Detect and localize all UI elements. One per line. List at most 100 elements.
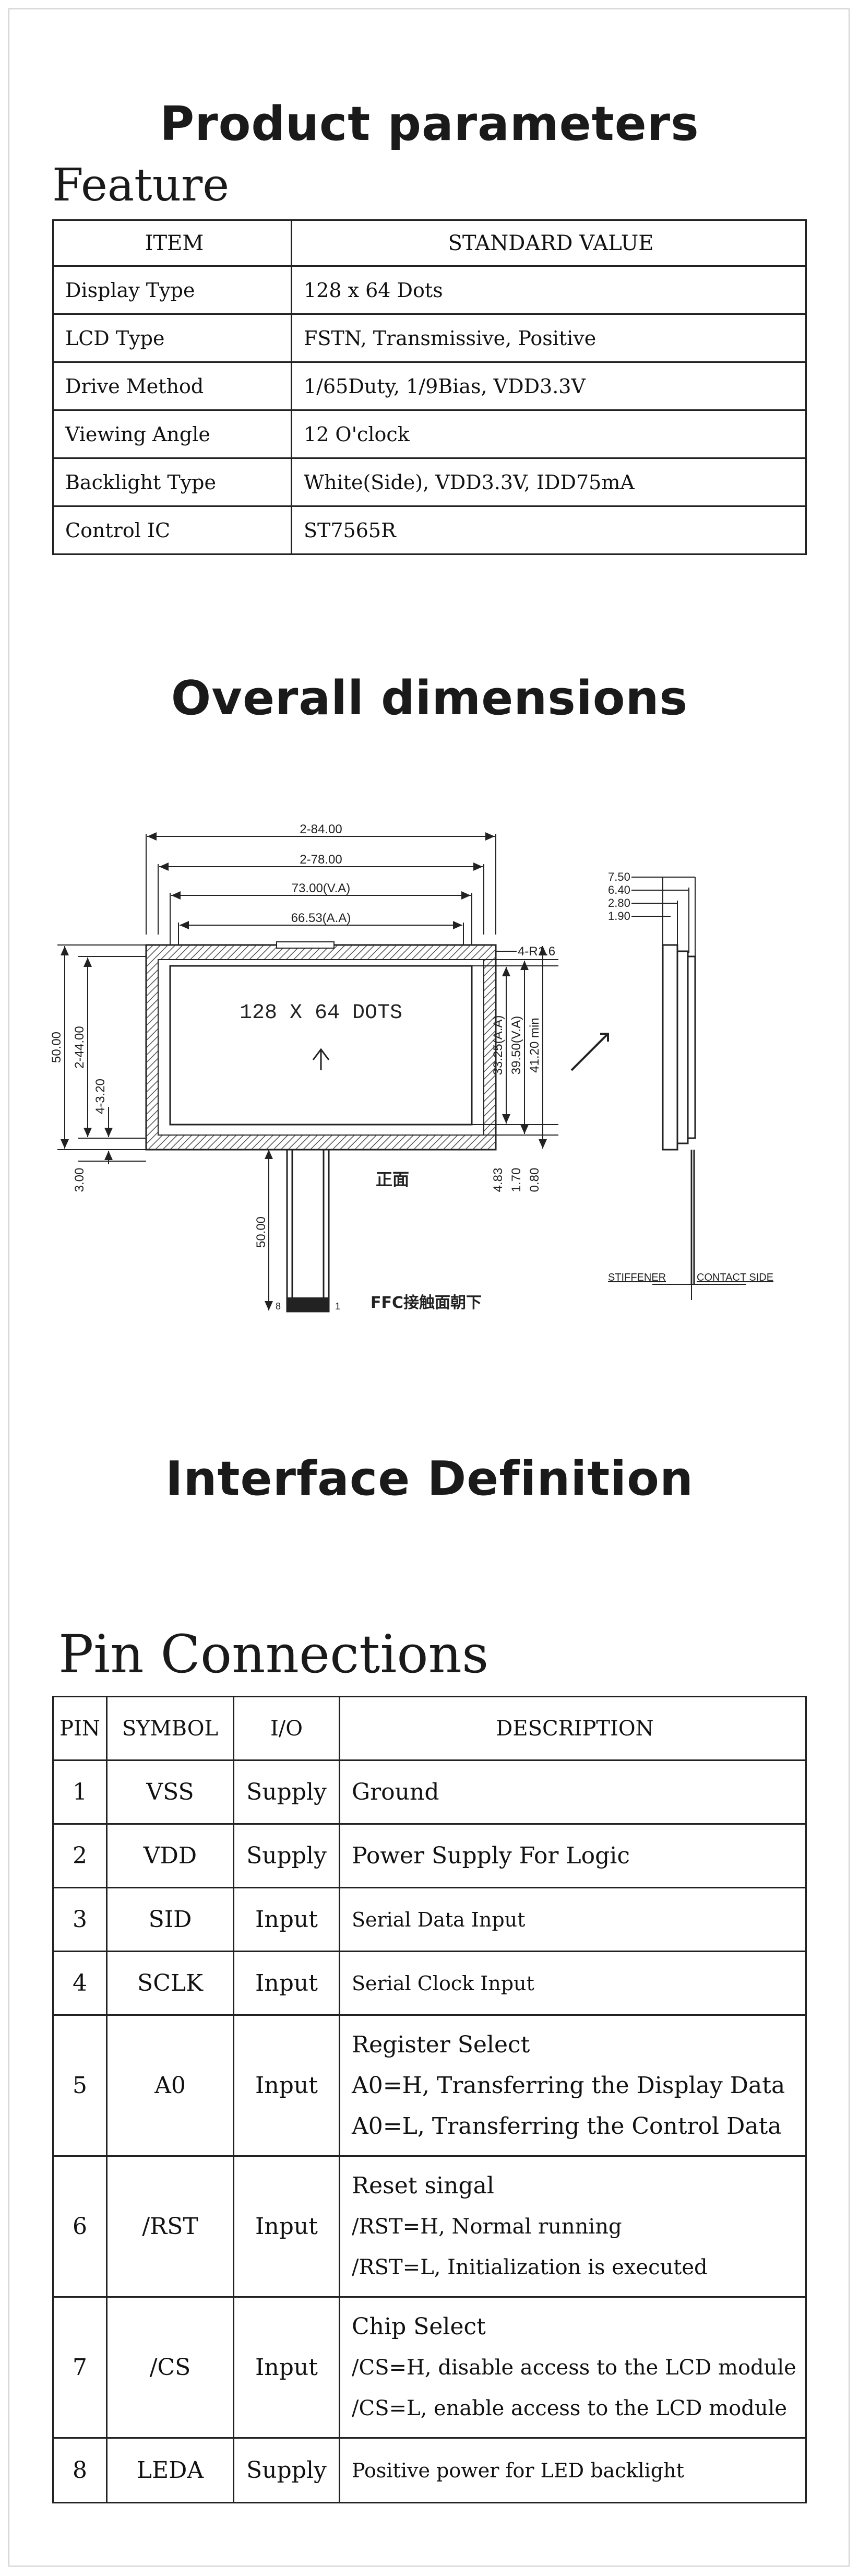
table-row: LCD Type FSTN, Transmissive, Positive: [52, 313, 807, 363]
pin-description-line: /RST=L, Initialization is executed: [352, 2255, 708, 2279]
feature-header-value: STANDARD VALUE: [291, 219, 807, 267]
table-row: Drive Method 1/65Duty, 1/9Bias, VDD3.3V: [52, 361, 807, 411]
pin-symbol: VDD: [106, 1823, 234, 1888]
ffc-label: FFC接触面朝下: [371, 1294, 482, 1312]
dim-bottom-offset: 3.00: [73, 1168, 87, 1192]
pin-table: PIN SYMBOL I/O DESCRIPTION 1 VSS Supply …: [52, 1696, 807, 2503]
table-row: 7 /CS Input Chip Select /CS=H, disable a…: [52, 2296, 807, 2439]
pin-description-line: A0=H, Transferring the Display Data: [352, 2072, 785, 2099]
ffc-pin-last: 1: [335, 1301, 340, 1311]
overall-dimensions-heading: Overall dimensions: [171, 671, 688, 726]
pin-description-line: Chip Select: [352, 2313, 486, 2340]
pin-io: Input: [233, 1887, 340, 1952]
table-row: 1 VSS Supply Ground: [52, 1759, 807, 1825]
pin-connections-label: Pin Connections: [58, 1624, 489, 1685]
dim-min-height: 41.20 min: [528, 1018, 542, 1072]
side-dim-3: 2.80: [608, 896, 630, 909]
pin-io: Input: [233, 2155, 340, 2298]
feature-item: Drive Method: [52, 361, 292, 411]
dim-width-inner: 2-78.00: [300, 853, 342, 867]
pin-io: Input: [233, 1951, 340, 2016]
pin-description: Serial Data Input: [339, 1887, 807, 1952]
feature-value: 1/65Duty, 1/9Bias, VDD3.3V: [291, 361, 807, 411]
feature-value: ST7565R: [291, 505, 807, 555]
feature-header-item: ITEM: [52, 219, 292, 267]
dim-bottom-b: 1.70: [509, 1168, 523, 1192]
pin-number: 2: [52, 1823, 108, 1888]
feature-item: Viewing Angle: [52, 409, 292, 459]
product-parameters-heading: Product parameters: [160, 97, 699, 151]
dim-aa-height: 33.25(A.A): [491, 1015, 505, 1076]
side-dim-2: 6.40: [608, 883, 630, 896]
table-row: 6 /RST Input Reset singal /RST=H, Normal…: [52, 2155, 807, 2298]
page-frame: [8, 8, 850, 2567]
pin-symbol: LEDA: [106, 2437, 234, 2503]
active-area: [169, 965, 473, 1126]
pin-description: Ground: [339, 1759, 807, 1825]
display-label: 128 X 64 DOTS: [240, 1001, 402, 1025]
pin-number: 7: [52, 2296, 108, 2439]
dim-hole-offset: 4-3.20: [93, 1079, 108, 1114]
pin-description-line: Register Select: [352, 2031, 530, 2058]
dim-height-inner: 2-44.00: [73, 1026, 87, 1068]
pin-description: Chip Select /CS=H, disable access to the…: [339, 2296, 807, 2439]
feature-item: Display Type: [52, 265, 292, 315]
side-dim-1: 7.50: [608, 870, 630, 883]
pin-description-line: A0=L, Transferring the Control Data: [352, 2112, 782, 2140]
feature-item: Control IC: [52, 505, 292, 555]
pin-symbol: SID: [106, 1887, 234, 1952]
stiffener-label: STIFFENER: [608, 1272, 666, 1283]
right-dimension-lines: [472, 946, 558, 1149]
pin-header-pin: PIN: [52, 1696, 108, 1761]
table-row: 4 SCLK Input Serial Clock Input: [52, 1951, 807, 2016]
view-arrow-icon: [570, 1033, 609, 1071]
pin-header-io: I/O: [233, 1696, 340, 1761]
table-row: Control IC ST7565R: [52, 505, 807, 555]
table-row: 2 VDD Supply Power Supply For Logic: [52, 1823, 807, 1888]
pin-description: Reset singal /RST=H, Normal running /RST…: [339, 2155, 807, 2298]
dim-bottom-a: 4.83: [491, 1168, 505, 1192]
dim-height-outer: 50.00: [50, 1032, 64, 1063]
pin-description: Serial Clock Input: [339, 1951, 807, 2016]
pin-io: Supply: [233, 1823, 340, 1888]
top-tab: [276, 941, 335, 949]
pin-description-line: /RST=H, Normal running: [352, 2214, 622, 2239]
pin-io: Supply: [233, 2437, 340, 2503]
pin-number: 4: [52, 1951, 108, 2016]
interface-definition-heading: Interface Definition: [165, 1451, 694, 1506]
feature-item: LCD Type: [52, 313, 292, 363]
dim-aa-width: 66.53(A.A): [291, 911, 351, 925]
pin-symbol: SCLK: [106, 1951, 234, 2016]
pin-description: Power Supply For Logic: [339, 1823, 807, 1888]
pin-number: 1: [52, 1759, 108, 1825]
table-row: 5 A0 Input Register Select A0=H, Transfe…: [52, 2014, 807, 2157]
feature-header-row: ITEM STANDARD VALUE: [52, 219, 807, 267]
pin-number: 6: [52, 2155, 108, 2298]
pin-description: Register Select A0=H, Transferring the D…: [339, 2014, 807, 2157]
side-view: [662, 944, 696, 1284]
pin-description-line: /CS=L, enable access to the LCD module: [352, 2396, 788, 2420]
dim-va-height: 39.50(V.A): [509, 1016, 523, 1075]
feature-value: FSTN, Transmissive, Positive: [291, 313, 807, 363]
dim-ffc-length: 50.00: [254, 1216, 268, 1248]
pin-symbol: /CS: [106, 2296, 234, 2439]
pin-header-symbol: SYMBOL: [106, 1696, 234, 1761]
dim-bottom-c: 0.80: [528, 1168, 542, 1192]
contact-side-label: CONTACT SIDE: [697, 1272, 773, 1283]
side-dimension-lines: [631, 877, 746, 1300]
pin-io: Supply: [233, 1759, 340, 1825]
table-row: 8 LEDA Supply Positive power for LED bac…: [52, 2437, 807, 2503]
pin-number: 3: [52, 1887, 108, 1952]
feature-value: 12 O'clock: [291, 409, 807, 459]
table-row: Display Type 128 x 64 Dots: [52, 265, 807, 315]
table-row: 3 SID Input Serial Data Input: [52, 1887, 807, 1952]
table-row: Viewing Angle 12 O'clock: [52, 409, 807, 459]
pin-symbol: VSS: [106, 1759, 234, 1825]
pin-io: Input: [233, 2296, 340, 2439]
pin-number: 8: [52, 2437, 108, 2503]
feature-value: 128 x 64 Dots: [291, 265, 807, 315]
ffc-pin-first: 8: [276, 1301, 281, 1311]
pin-description-line: /CS=H, disable access to the LCD module: [352, 2355, 796, 2380]
pin-io: Input: [233, 2014, 340, 2157]
dim-width-outer: 2-84.00: [300, 822, 342, 836]
